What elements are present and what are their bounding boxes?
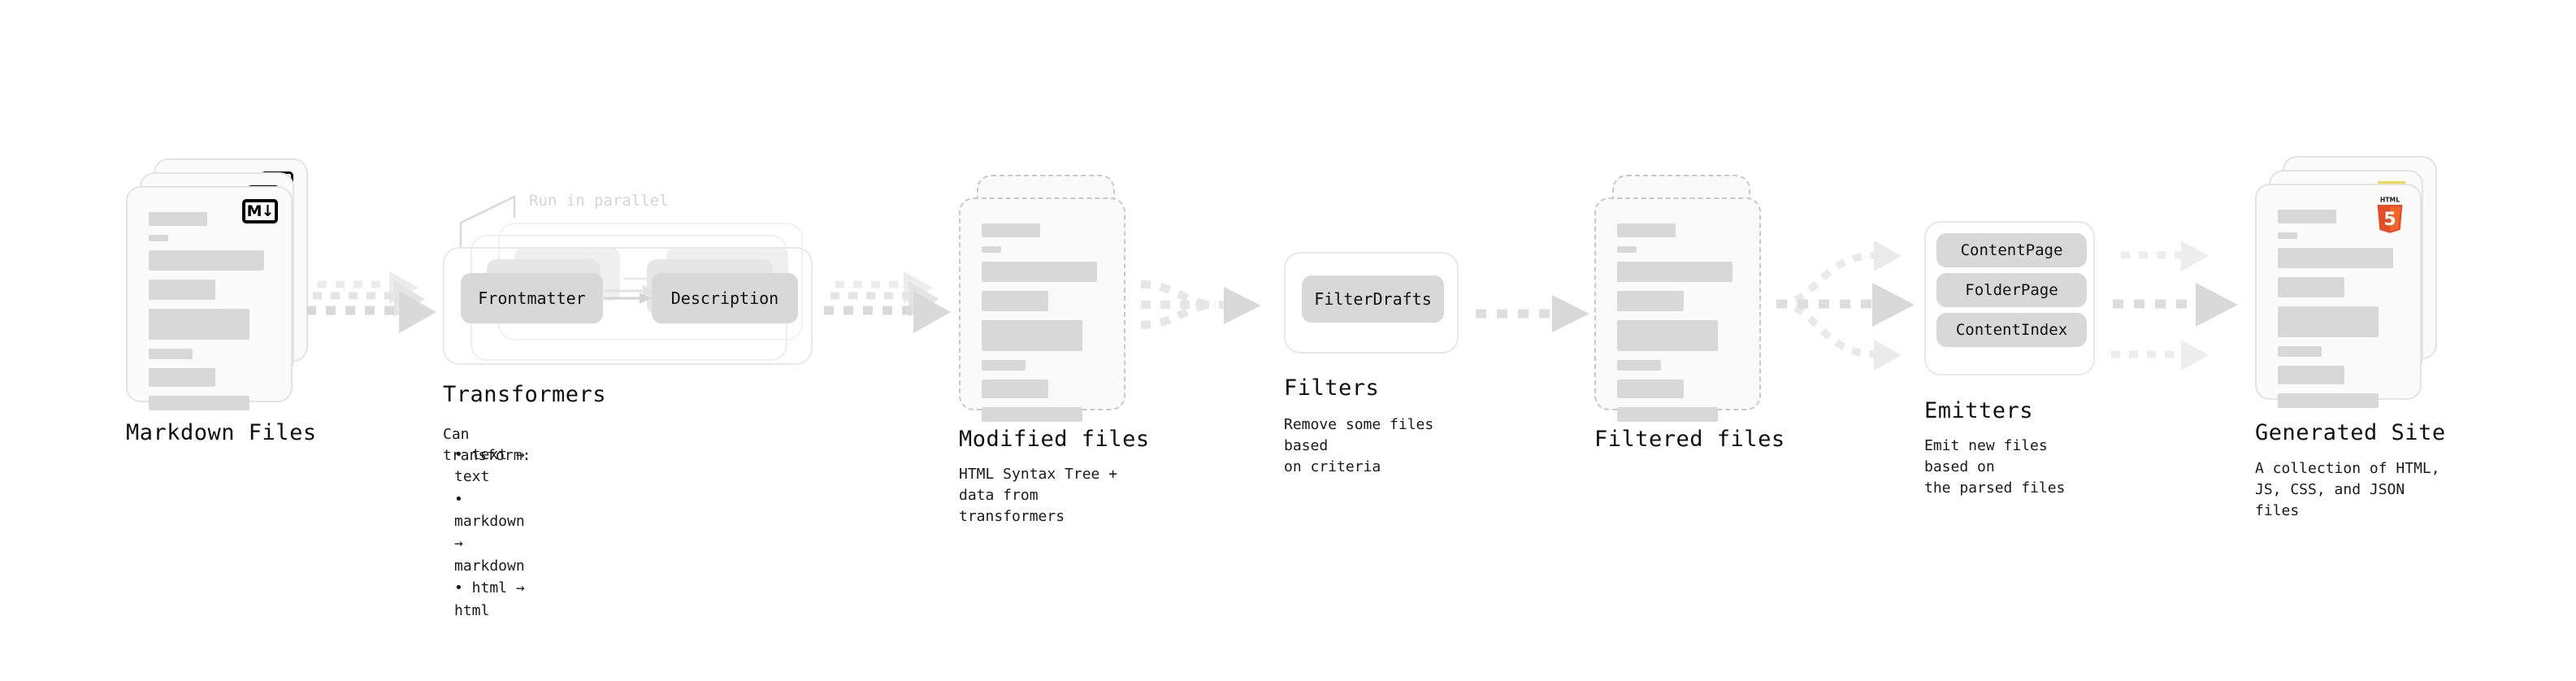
filtered-card-skeleton	[1596, 199, 1759, 422]
markdown-icon: M↓	[242, 199, 278, 223]
skeleton-bar	[982, 291, 1048, 311]
stage-title-generated-site: Generated Site	[2255, 420, 2446, 445]
skeleton-bar	[982, 407, 1082, 422]
transformer-chip-frontmatter[interactable]: Frontmatter	[461, 273, 603, 323]
skeleton-bar	[1617, 246, 1637, 253]
transformers-subtitle: Can transform:	[443, 426, 531, 465]
list-item: • markdown → markdown	[454, 490, 525, 575]
stage-title-emitters: Emitters	[1924, 398, 2034, 423]
filtered-card-stack	[1594, 175, 1769, 422]
svg-text:5: 5	[2383, 209, 2396, 230]
stage-filters: FilterDrafts Filters Remove some files b…	[1284, 252, 1459, 475]
generated-site-subtitle: A collection of HTML, JS, CSS, and JSON …	[2255, 460, 2440, 520]
skeleton-bar	[149, 280, 215, 300]
skeleton-bar	[2278, 277, 2344, 297]
run-in-parallel-label: Run in parallel	[529, 192, 669, 210]
modified-card-stack	[959, 175, 1134, 422]
modified-card-skeleton	[961, 199, 1124, 422]
html5-icon-glyph: HTML 5	[2377, 197, 2403, 233]
emitters-subtitle: Emit new files based on the parsed files	[1924, 437, 2066, 497]
skeleton-bar	[1617, 320, 1718, 351]
site-card-stack: CSS HTML 5	[2255, 156, 2446, 408]
skeleton-bar	[2278, 232, 2297, 239]
skeleton-bar	[149, 396, 249, 410]
skeleton-bar	[2278, 306, 2379, 337]
skeleton-bar	[149, 368, 215, 387]
emitter-chip-folderpage[interactable]: FolderPage	[1936, 273, 2087, 307]
skeleton-bar	[149, 349, 193, 359]
stage-filtered-files: Filtered files	[1594, 175, 1785, 452]
emitter-chip-contentindex[interactable]: ContentIndex	[1936, 313, 2087, 347]
transformer-group-front: Frontmatter Description	[443, 247, 813, 365]
markdown-badge-letter: M	[246, 202, 262, 220]
skeleton-bar	[149, 250, 264, 271]
skeleton-bar	[2278, 346, 2322, 357]
arrow-transformers-to-modified	[822, 268, 965, 345]
markdown-card-skeleton	[128, 188, 291, 410]
stage-emitters: ContentPage FolderPage ContentIndex Emit…	[1924, 221, 2095, 497]
list-item: • html → html	[454, 579, 525, 619]
skeleton-bar	[982, 320, 1082, 351]
run-in-parallel-bracket	[459, 195, 516, 247]
stage-title-transformers: Transformers	[443, 382, 607, 407]
html5-icon: HTML 5	[2373, 195, 2407, 234]
site-card-front: HTML 5	[2255, 184, 2422, 408]
modified-card-front	[959, 197, 1125, 422]
markdown-card-front: M↓	[126, 186, 293, 410]
arrow-filtered-to-emitters	[1770, 226, 1928, 393]
stage-modified-files: Modified files HTML Syntax Tree + data f…	[959, 175, 1149, 525]
transformer-arrow	[604, 293, 652, 304]
svg-text:HTML: HTML	[2380, 197, 2400, 204]
markdown-card-stack: M↓ M↓ M↓	[126, 158, 313, 410]
modified-files-subtitle: HTML Syntax Tree + data from transformer…	[959, 466, 1118, 526]
transformers-list: • text → text • markdown → markdown • ht…	[443, 444, 525, 622]
stage-title-filtered-files: Filtered files	[1594, 427, 1785, 452]
skeleton-bar	[2278, 393, 2379, 408]
filter-chip-filterdrafts[interactable]: FilterDrafts	[1302, 275, 1444, 323]
skeleton-bar	[1617, 223, 1676, 237]
stage-markdown-files: M↓ M↓ M↓	[126, 158, 316, 445]
skeleton-bar	[982, 246, 1001, 253]
stage-generated-site: CSS HTML 5	[2255, 156, 2446, 519]
transformer-arrow-ghost	[605, 285, 655, 297]
skeleton-bar	[1617, 360, 1661, 371]
stage-title-filters: Filters	[1284, 375, 1380, 401]
skeleton-bar	[2278, 366, 2344, 384]
filters-group: FilterDrafts	[1284, 252, 1459, 354]
skeleton-bar	[1617, 291, 1684, 311]
skeleton-bar	[149, 235, 168, 241]
site-card-skeleton	[2257, 185, 2420, 408]
skeleton-bar	[1617, 407, 1718, 422]
transformer-chip-description[interactable]: Description	[652, 273, 798, 323]
skeleton-bar	[982, 360, 1026, 371]
emitter-chip-contentpage[interactable]: ContentPage	[1936, 233, 2087, 267]
skeleton-bar	[982, 380, 1048, 398]
skeleton-bar	[982, 223, 1040, 237]
stage-title-modified-files: Modified files	[959, 427, 1150, 452]
filters-subtitle: Remove some files based on criteria	[1284, 416, 1434, 476]
filtered-card-front	[1594, 197, 1761, 422]
arrow-emitters-to-site	[2110, 226, 2260, 393]
arrow-modified-to-filters	[1138, 260, 1288, 349]
list-item: • text → text	[454, 446, 525, 486]
arrow-markdown-to-transformers	[305, 268, 455, 345]
stage-title-markdown-files: Markdown Files	[126, 420, 317, 445]
skeleton-bar	[1617, 380, 1684, 398]
emitters-group: ContentPage FolderPage ContentIndex	[1924, 221, 2095, 375]
skeleton-bar	[2278, 210, 2336, 223]
skeleton-bar	[1617, 262, 1733, 282]
skeleton-bar	[982, 262, 1097, 282]
skeleton-bar	[149, 212, 207, 226]
arrow-filters-to-filtered	[1472, 288, 1607, 339]
skeleton-bar	[2278, 248, 2393, 268]
skeleton-bar	[149, 309, 249, 340]
